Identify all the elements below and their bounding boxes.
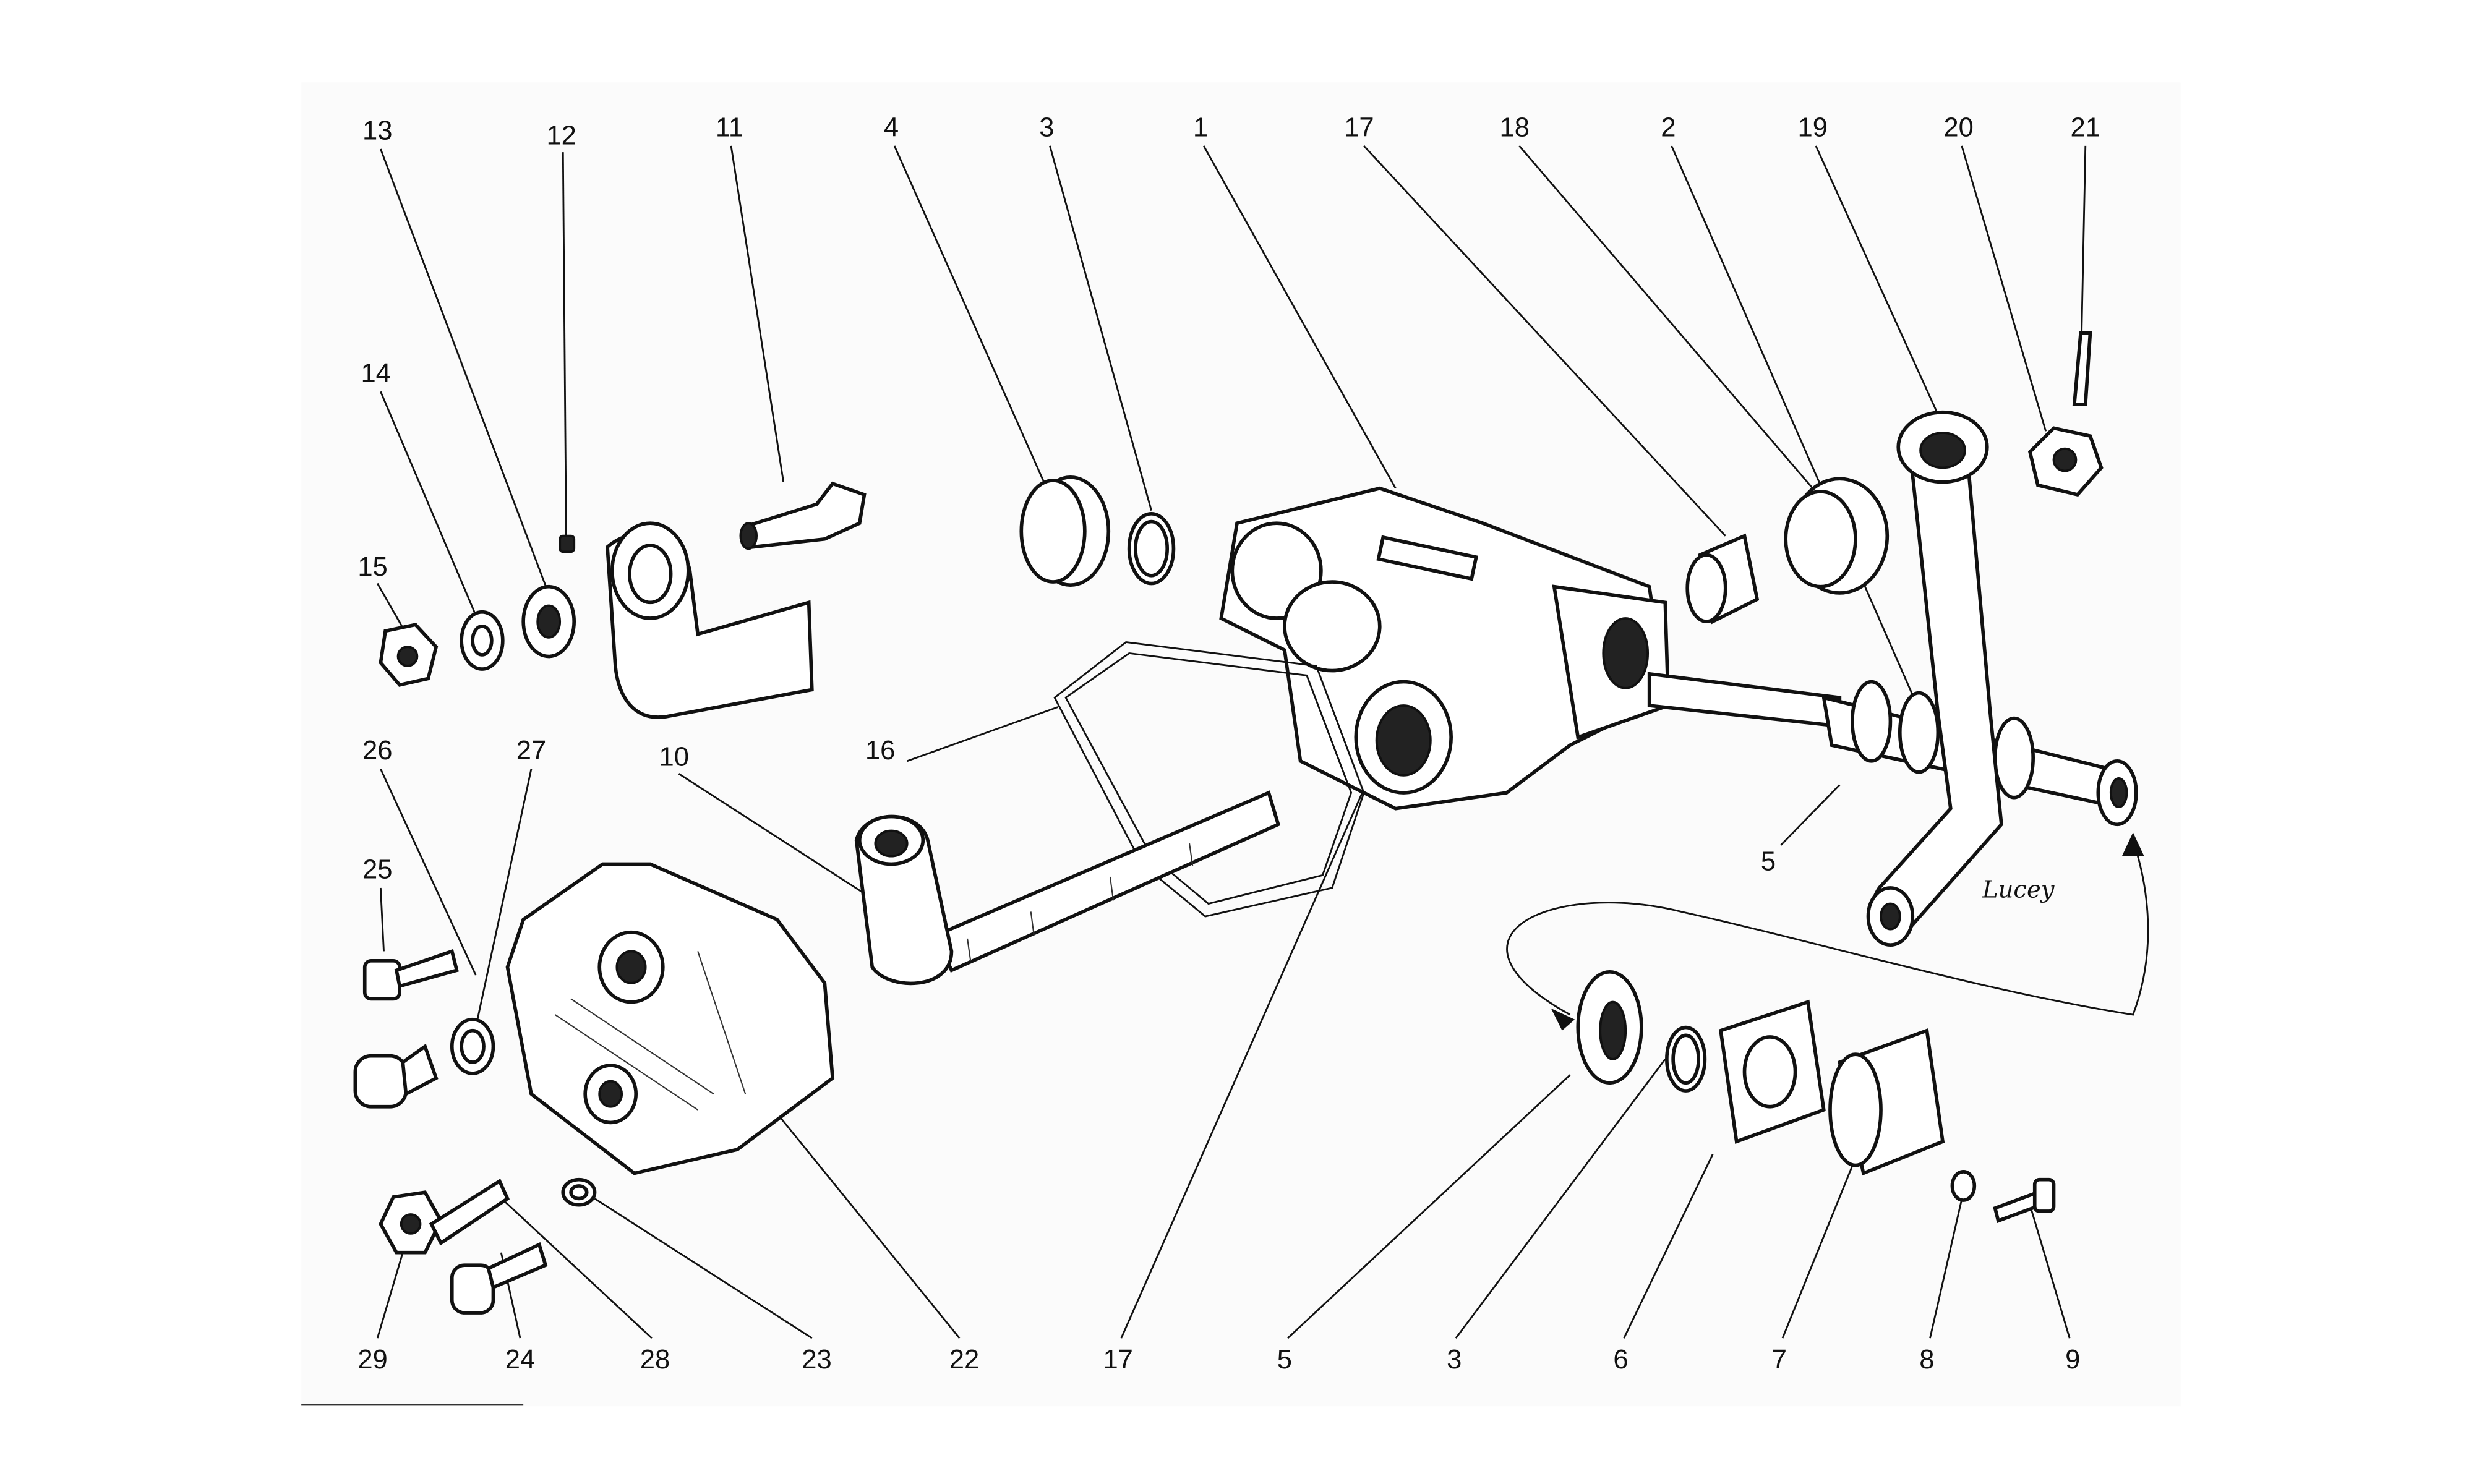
callout-3-bottom: 3: [1447, 1345, 1462, 1375]
part-drop-arm-sketch: [606, 521, 814, 719]
part-12-grub-screw: [559, 534, 576, 553]
callout-24: 24: [505, 1345, 535, 1375]
callout-14: 14: [361, 359, 390, 388]
part-3-o-ring: [1127, 511, 1176, 586]
part-5-seal: [1576, 970, 1643, 1085]
callout-3-top: 3: [1039, 113, 1054, 143]
part-11-adjuster-screw: [739, 481, 867, 550]
part-8-washer: [1950, 1170, 1977, 1202]
callout-8: 8: [1919, 1345, 1934, 1375]
callout-26: 26: [362, 736, 392, 765]
part-19-drop-arm: Lucey: [1866, 410, 2055, 947]
part-1-steering-box-housing: [1219, 486, 1671, 811]
part-29-nut: [379, 1190, 443, 1255]
part-22-side-cover: [505, 862, 835, 1175]
part-18-bearing: [1784, 477, 1890, 595]
callout-labels: 13 12 11 4 3 1 17 18 2 19 20 21 14 15 26…: [357, 113, 2100, 1375]
part-24-screw: [450, 1242, 548, 1315]
artist-signature: Lucey: [1982, 876, 2055, 903]
callout-1: 1: [1193, 113, 1208, 143]
part-28-stud: [429, 1179, 510, 1246]
part-27-washer: [450, 1017, 495, 1075]
callout-11: 11: [716, 113, 743, 143]
callout-29: 29: [357, 1345, 387, 1375]
callout-21: 21: [2071, 113, 2100, 143]
part-6-gasket: [1718, 999, 1826, 1144]
assembly-arrow: [1506, 832, 2149, 1031]
part-3-o-ring-lower: [1665, 1025, 1707, 1093]
callout-19: 19: [1798, 113, 1828, 143]
part-20-castle-nut: [2027, 426, 2104, 497]
callout-25: 25: [362, 855, 392, 885]
callout-27: 27: [516, 736, 546, 765]
part-17-bush: [1685, 533, 1760, 625]
callout-9: 9: [2065, 1345, 2080, 1375]
part-9-bolt: [1993, 1177, 2056, 1224]
part-4-bearing: [1019, 475, 1111, 587]
part-13-bush: [521, 584, 576, 659]
part-26-plug: [353, 1043, 439, 1109]
callout-2: 2: [1661, 113, 1676, 143]
callout-17-top: 17: [1344, 113, 1374, 143]
callout-15: 15: [357, 552, 387, 582]
callout-4: 4: [884, 113, 899, 143]
leader-lines: [376, 145, 2087, 1339]
part-21-split-pin: [2072, 331, 2092, 406]
callout-12: 12: [546, 121, 576, 150]
callout-5-upper: 5: [1761, 847, 1776, 877]
part-7-end-cover: [1828, 1028, 1945, 1176]
part-10-sector-shaft: [854, 790, 1281, 986]
callout-5-bottom: 5: [1277, 1345, 1292, 1375]
callout-10: 10: [659, 742, 689, 772]
callout-13: 13: [362, 116, 392, 146]
callout-20: 20: [1943, 113, 1973, 143]
callout-23: 23: [802, 1345, 831, 1375]
part-23-lock-washer: [561, 1177, 597, 1207]
callout-18: 18: [1499, 113, 1529, 143]
callout-28: 28: [640, 1345, 670, 1375]
callout-16: 16: [865, 736, 895, 765]
callout-6: 6: [1613, 1345, 1628, 1375]
part-25-bolt: [362, 949, 459, 1001]
callout-22: 22: [949, 1345, 979, 1375]
callout-17-bottom: 17: [1103, 1345, 1132, 1375]
callout-7: 7: [1772, 1345, 1787, 1375]
part-15-nut: [379, 623, 439, 687]
part-14-lock-washer: [460, 610, 505, 671]
